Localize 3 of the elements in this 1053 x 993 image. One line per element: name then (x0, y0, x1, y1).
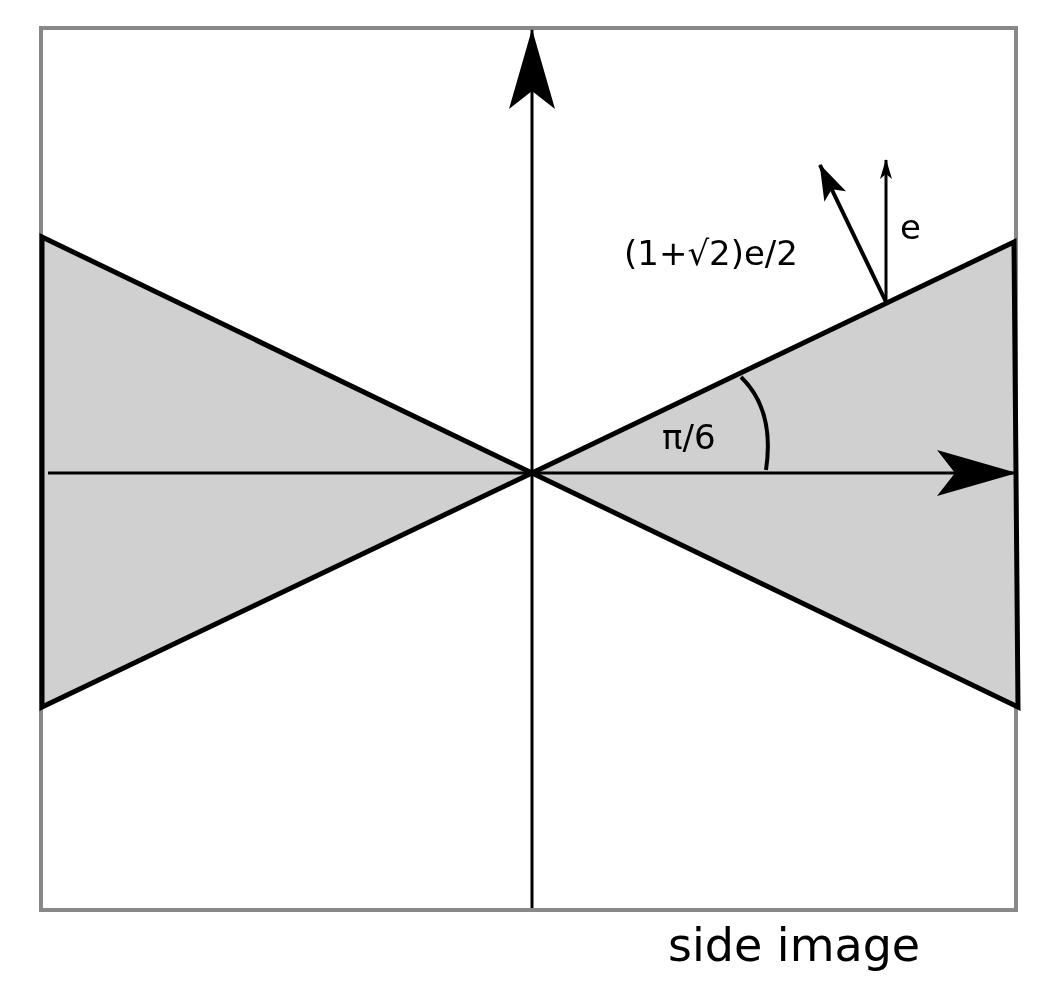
math-label: e (900, 210, 921, 244)
math-label: (1+√2)e/2 (624, 236, 798, 270)
math-label: π/6 (662, 420, 716, 454)
